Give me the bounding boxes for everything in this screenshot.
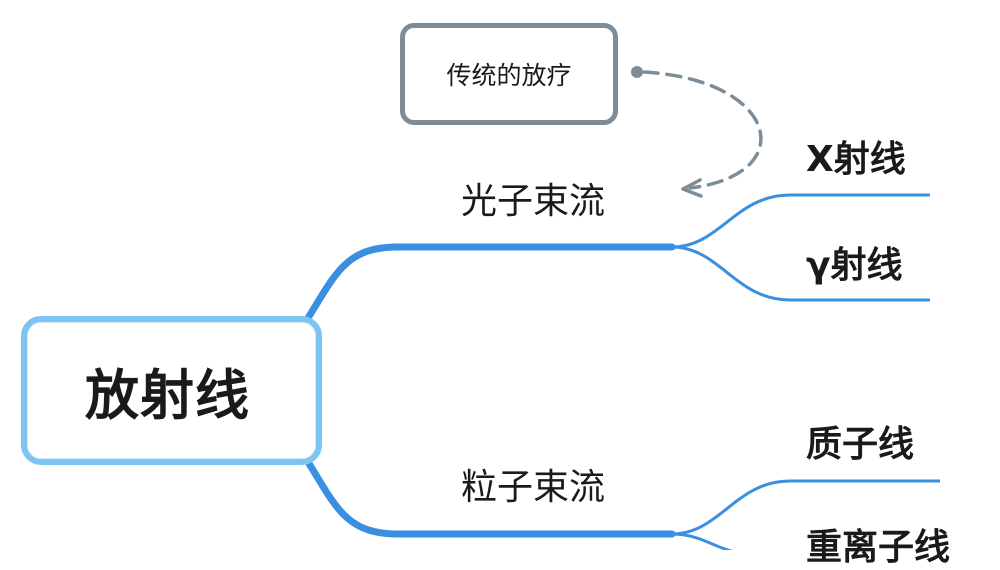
leaf-gamma-label[interactable]: γ射线 (806, 245, 903, 286)
photon-to-xray-connector (671, 193, 930, 249)
connector-lines (304, 66, 940, 550)
note-link-arrowhead (681, 178, 703, 198)
note-link-start-dot (631, 66, 643, 78)
root-label: 放射线 (85, 364, 250, 427)
root-node[interactable]: 放射线 (21, 316, 322, 465)
particle-to-proton-connector (671, 479, 940, 536)
root-to-branch-photon-connector (304, 243, 676, 322)
root-to-branch-particle-connector (304, 458, 676, 538)
photon-to-gamma-connector (671, 245, 930, 302)
note-label: 传统的放疗 (446, 61, 572, 90)
leaf-xray-label[interactable]: X射线 (806, 139, 906, 180)
particle-to-heavy-ion-connector (671, 532, 734, 550)
branch-photon-label[interactable]: 光子束流 (461, 181, 606, 222)
branch-particle-label[interactable]: 粒子束流 (461, 467, 606, 508)
note-link-dashed-connector (642, 70, 763, 190)
note-node[interactable]: 传统的放疗 (400, 23, 618, 125)
leaf-proton-label[interactable]: 质子线 (806, 424, 915, 465)
leaf-heavy-ion-label[interactable]: 重离子线 (806, 527, 951, 568)
mind-map: 放射线 传统的放疗 光子束流 粒子束流 X射线 γ射线 质子线 重离子线 (21, 23, 950, 568)
